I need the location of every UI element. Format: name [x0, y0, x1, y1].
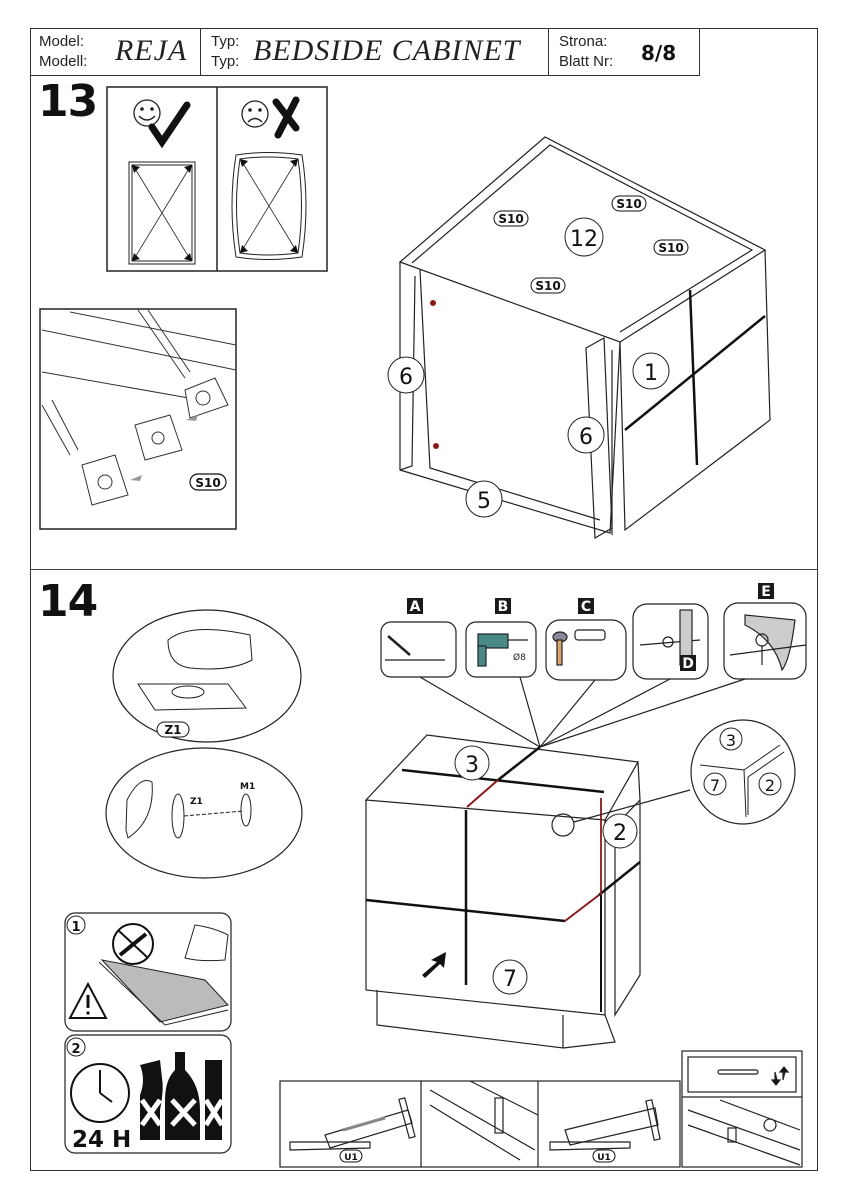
cap-ellipse: Z1 M1: [105, 747, 303, 879]
detail-part-7: 7: [710, 776, 720, 795]
part-7: 7: [503, 967, 517, 992]
step-13-number: 13: [38, 76, 98, 127]
drill-size-note: Ø8: [513, 652, 526, 663]
sticker-ellipse: Z1: [112, 609, 302, 743]
frown-icon: [241, 100, 269, 128]
detail-part-3: 3: [726, 731, 736, 750]
checkmark-icon: [148, 101, 191, 149]
part-1: 1: [644, 361, 658, 386]
part-numbers-step13: 12 6 6 5 1: [387, 217, 670, 518]
detail-part-2: 2: [765, 776, 775, 795]
section-divider: [30, 569, 818, 570]
part-3: 3: [465, 753, 479, 778]
tool-e-label: E: [761, 584, 771, 600]
part-6-right: 6: [579, 425, 593, 450]
square-frame-diagram: [128, 161, 196, 265]
smiley-icon: [133, 99, 161, 127]
warning-1-number: 1: [71, 920, 80, 935]
24h-label: 24 H: [72, 1127, 131, 1153]
part-6-left: 6: [399, 365, 413, 390]
s10-tags-assembly: S10 S10 S10 S10: [493, 195, 689, 294]
s10-tag-detail: S10: [189, 473, 227, 491]
type-cell: Typ: Typ: BEDSIDE CABINET: [200, 28, 550, 76]
page-number: 8/8: [641, 41, 677, 65]
z1-tag-cap: Z1: [190, 797, 203, 807]
drawer-runner-panels: [279, 1050, 803, 1168]
s10-label: S10: [195, 476, 220, 490]
clock-icon: [70, 1063, 130, 1123]
type-label-pl: Typ:: [211, 33, 240, 50]
part-numbers-step14: 3 2 7: [454, 745, 638, 995]
u1-tag-1: U1: [344, 1153, 358, 1163]
s10-tag-2: S10: [616, 197, 641, 211]
part-2: 2: [613, 821, 627, 846]
no-cleaners-icon: [139, 1052, 225, 1140]
edge-detail-circle: 3 7 2: [690, 719, 796, 825]
s10-tag-1: S10: [498, 212, 523, 226]
u1-tags: U1 U1: [339, 1149, 616, 1163]
arrow-icon: [422, 952, 446, 978]
z1-tag-sticker: Z1: [164, 723, 181, 737]
model-label-pl: Model:: [39, 33, 85, 50]
step-14-number: 14: [38, 576, 98, 627]
m1-tag: M1: [240, 782, 255, 792]
part-5: 5: [477, 489, 491, 514]
tool-b-label: B: [498, 599, 509, 615]
model-value: REJA: [115, 34, 188, 67]
tool-a-label: A: [410, 599, 421, 615]
tool-c-label: C: [581, 599, 591, 615]
squareness-check-panel: [106, 86, 328, 272]
s10-tag-4: S10: [535, 279, 560, 293]
page-label-pl: Strona:: [559, 33, 608, 50]
model-label-de: Modell:: [39, 53, 88, 70]
u1-tag-2: U1: [597, 1153, 611, 1163]
page-cell: Strona: Blatt Nr: 8/8: [548, 28, 700, 76]
page-label-de: Blatt Nr:: [559, 53, 614, 70]
warning-panel-1: 1: [64, 912, 232, 1032]
s10-bracket-detail: [39, 308, 237, 530]
part-12: 12: [570, 227, 598, 252]
tool-d-label: D: [682, 656, 694, 672]
type-value: BEDSIDE CABINET: [253, 34, 521, 67]
tool-letter-boxes: A B C D E Ø8: [407, 583, 774, 672]
warning-panel-2: 2 24 H: [64, 1034, 232, 1154]
s10-tag-3: S10: [658, 241, 683, 255]
cabinet-assembled: [364, 734, 691, 1049]
cross-icon: [272, 96, 300, 139]
carcass-assembly: [398, 136, 771, 540]
skewed-frame-diagram: [231, 152, 307, 260]
type-label-de: Typ:: [211, 53, 240, 70]
warning-2-number: 2: [71, 1042, 80, 1057]
